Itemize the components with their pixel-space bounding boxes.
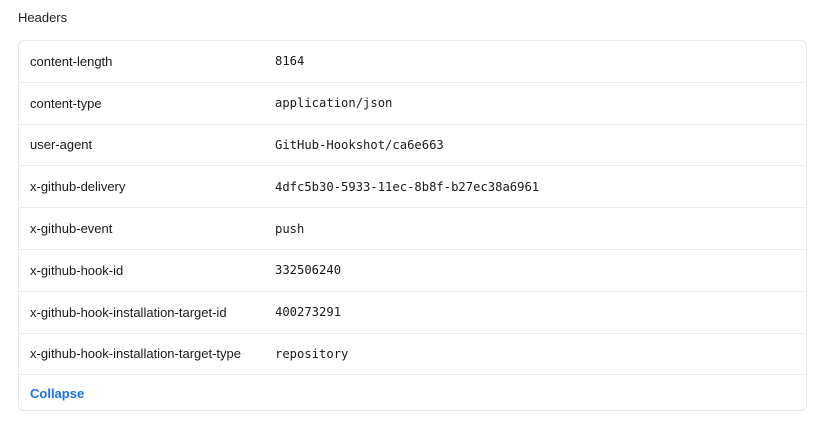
header-key: content-length bbox=[30, 53, 113, 69]
header-value: application/json bbox=[275, 96, 393, 111]
table-row: x-github-hook-installation-target-id 400… bbox=[19, 292, 806, 334]
section-title: Headers bbox=[18, 10, 68, 25]
header-value: 332506240 bbox=[275, 263, 342, 278]
header-key: x-github-delivery bbox=[30, 179, 126, 195]
header-value: 4dfc5b30-5933-11ec-8b8f-b27ec38a6961 bbox=[275, 179, 540, 194]
header-value: 400273291 bbox=[275, 305, 342, 320]
header-key: x-github-hook-installation-target-type bbox=[30, 346, 241, 362]
table-row: x-github-delivery 4dfc5b30-5933-11ec-8b8… bbox=[19, 166, 806, 209]
table-row: x-github-hook-id 332506240 bbox=[19, 250, 806, 292]
header-key: x-github-event bbox=[30, 221, 113, 237]
table-row: x-github-hook-installation-target-type r… bbox=[19, 334, 806, 376]
table-footer: Collapse bbox=[19, 375, 806, 410]
table-row: content-length 8164 bbox=[19, 41, 806, 83]
header-value: 8164 bbox=[275, 54, 305, 69]
headers-table: content-length 8164 content-type applica… bbox=[18, 40, 807, 411]
table-row: x-github-event push bbox=[19, 208, 806, 250]
header-key: user-agent bbox=[30, 137, 93, 153]
header-key: x-github-hook-id bbox=[30, 262, 124, 278]
table-row: user-agent GitHub-Hookshot/ca6e663 bbox=[19, 125, 806, 167]
header-value: GitHub-Hookshot/ca6e663 bbox=[275, 137, 444, 152]
header-value: push bbox=[275, 221, 305, 236]
header-value: repository bbox=[275, 346, 349, 361]
table-row: content-type application/json bbox=[19, 83, 806, 125]
header-key: content-type bbox=[30, 95, 102, 111]
collapse-link[interactable]: Collapse bbox=[30, 385, 85, 401]
header-key: x-github-hook-installation-target-id bbox=[30, 304, 227, 320]
